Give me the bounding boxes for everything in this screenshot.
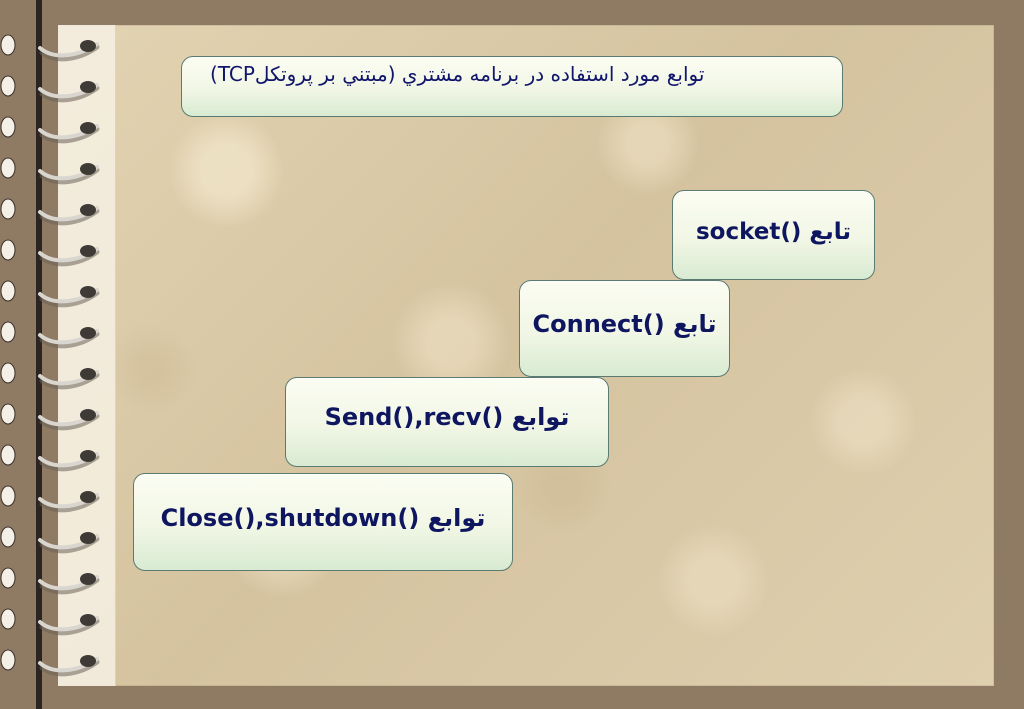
binding-hole-icon xyxy=(0,198,16,220)
ring-binding-icon xyxy=(0,34,100,677)
close-shutdown-step-box: توابع ()Close(),shutdown xyxy=(133,473,513,571)
binding-clip-icon xyxy=(80,573,96,585)
binding-hole-icon xyxy=(0,608,16,630)
binding-ring-icon xyxy=(0,444,100,472)
binding-ring-icon xyxy=(0,403,100,431)
binding-clip-icon xyxy=(80,614,96,626)
send-recv-step-label: توابع ()Send(),recv xyxy=(324,403,570,431)
binding-hole-icon xyxy=(0,34,16,56)
binding-ring-icon xyxy=(0,280,100,308)
binding-ring-icon xyxy=(0,239,100,267)
binding-hole-icon xyxy=(0,567,16,589)
binding-clip-icon xyxy=(80,450,96,462)
binding-clip-icon xyxy=(80,409,96,421)
binding-hole-icon xyxy=(0,403,16,425)
binding-hole-icon xyxy=(0,526,16,548)
close-shutdown-step-label: توابع ()Close(),shutdown xyxy=(160,504,486,532)
binding-ring-icon xyxy=(0,485,100,513)
binding-ring-icon xyxy=(0,198,100,226)
socket-step-label: تابع ()socket xyxy=(695,219,852,245)
title-box: توابع مورد استفاده در برنامه مشتري (مبتن… xyxy=(181,56,843,117)
binding-ring-icon xyxy=(0,75,100,103)
notebook-paper xyxy=(58,25,994,686)
binding-ring-icon xyxy=(0,34,100,62)
binding-ring-icon xyxy=(0,567,100,595)
binding-hole-icon xyxy=(0,116,16,138)
binding-clip-icon xyxy=(80,327,96,339)
binding-clip-icon xyxy=(80,81,96,93)
binding-ring-icon xyxy=(0,649,100,677)
binding-hole-icon xyxy=(0,485,16,507)
binding-clip-icon xyxy=(80,163,96,175)
binding-hole-icon xyxy=(0,239,16,261)
binding-hole-icon xyxy=(0,321,16,343)
connect-step-box: تابع ()Connect xyxy=(519,280,730,377)
binding-clip-icon xyxy=(80,491,96,503)
binding-hole-icon xyxy=(0,157,16,179)
binding-hole-icon xyxy=(0,280,16,302)
binding-clip-icon xyxy=(80,40,96,52)
binding-clip-icon xyxy=(80,655,96,667)
binding-hole-icon xyxy=(0,649,16,671)
notebook-spine xyxy=(36,0,42,709)
binding-clip-icon xyxy=(80,245,96,257)
binding-clip-icon xyxy=(80,532,96,544)
binding-ring-icon xyxy=(0,362,100,390)
binding-clip-icon xyxy=(80,122,96,134)
page-title: توابع مورد استفاده در برنامه مشتري (مبتن… xyxy=(210,61,705,86)
socket-step-box: تابع ()socket xyxy=(672,190,875,280)
send-recv-step-box: توابع ()Send(),recv xyxy=(285,377,609,467)
binding-clip-icon xyxy=(80,368,96,380)
binding-clip-icon xyxy=(80,286,96,298)
connect-step-label: تابع ()Connect xyxy=(532,309,717,338)
binding-hole-icon xyxy=(0,362,16,384)
binding-ring-icon xyxy=(0,157,100,185)
binding-ring-icon xyxy=(0,526,100,554)
binding-ring-icon xyxy=(0,608,100,636)
binding-clip-icon xyxy=(80,204,96,216)
binding-ring-icon xyxy=(0,321,100,349)
binding-ring-icon xyxy=(0,116,100,144)
binding-hole-icon xyxy=(0,75,16,97)
binding-hole-icon xyxy=(0,444,16,466)
